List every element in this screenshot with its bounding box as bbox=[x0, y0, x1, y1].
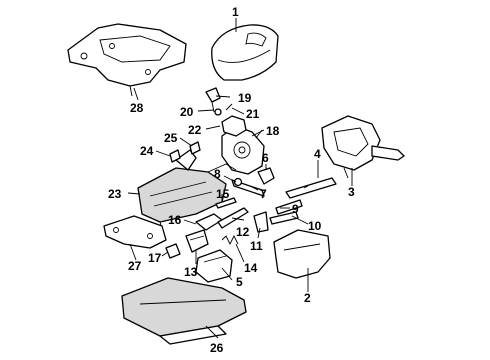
callout-25: 25 bbox=[164, 131, 178, 145]
part-clips bbox=[169, 141, 201, 163]
callout-10: 10 bbox=[308, 219, 322, 233]
part-levers bbox=[253, 199, 303, 233]
callout-18: 18 bbox=[266, 124, 280, 138]
callout-16: 16 bbox=[168, 213, 182, 227]
callout-28: 28 bbox=[130, 101, 144, 115]
callout-7: 7 bbox=[260, 187, 267, 201]
callout-2: 2 bbox=[304, 291, 311, 305]
part-mount-bracket bbox=[103, 215, 167, 249]
part-lower-shroud bbox=[273, 229, 331, 279]
callout-5: 5 bbox=[236, 275, 243, 289]
callout-23: 23 bbox=[108, 187, 122, 201]
leader-lines bbox=[127, 18, 353, 339]
callout-8: 8 bbox=[214, 167, 221, 181]
callout-22: 22 bbox=[188, 123, 202, 137]
callout-20: 20 bbox=[180, 105, 194, 119]
callout-15: 15 bbox=[216, 187, 230, 201]
callout-9: 9 bbox=[292, 202, 299, 216]
part-lever-bracket bbox=[257, 167, 275, 185]
part-spring bbox=[221, 234, 239, 246]
part-multifunction-switch bbox=[321, 115, 405, 179]
part-lock-actuator bbox=[221, 115, 247, 137]
callout-19: 19 bbox=[238, 91, 252, 105]
callout-17: 17 bbox=[148, 251, 162, 265]
callout-11: 11 bbox=[250, 239, 263, 253]
part-upper-shroud bbox=[211, 24, 279, 81]
callout-14: 14 bbox=[244, 261, 258, 275]
part-lower-block bbox=[195, 249, 233, 283]
part-shift-rod bbox=[285, 177, 337, 199]
part-small-hardware bbox=[205, 87, 233, 116]
callout-21: 21 bbox=[246, 107, 260, 121]
part-column-tube bbox=[137, 149, 237, 237]
part-lower-support bbox=[121, 277, 247, 345]
part-bolt bbox=[165, 243, 181, 259]
callout-12: 12 bbox=[236, 225, 250, 239]
callout-27: 27 bbox=[128, 259, 142, 273]
part-adjuster-block bbox=[185, 229, 209, 253]
callout-3: 3 bbox=[348, 185, 355, 199]
callout-4: 4 bbox=[314, 147, 321, 161]
callout-26: 26 bbox=[210, 341, 224, 355]
callout-24: 24 bbox=[140, 144, 154, 158]
part-pin bbox=[215, 197, 237, 209]
callout-6: 6 bbox=[262, 151, 269, 165]
callout-1: 1 bbox=[232, 5, 239, 19]
callout-13: 13 bbox=[184, 265, 198, 279]
part-support-bracket bbox=[67, 23, 187, 97]
